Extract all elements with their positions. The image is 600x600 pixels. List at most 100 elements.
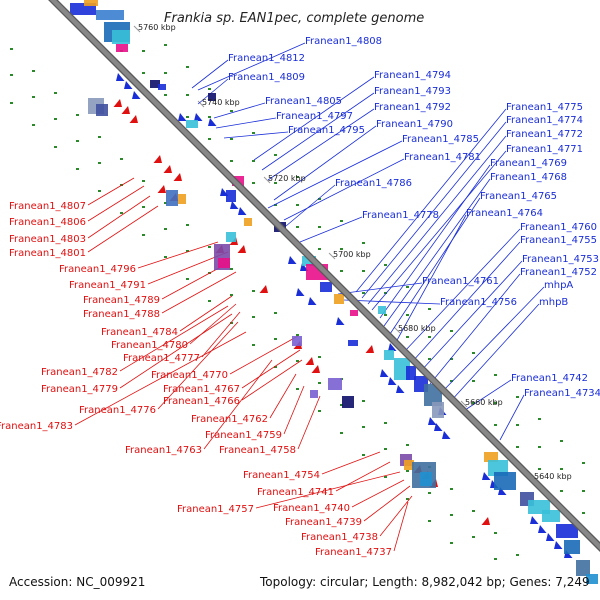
gene-block xyxy=(244,218,252,226)
forward-gene-label: Franean1_4752 xyxy=(520,267,597,278)
forward-connector xyxy=(389,197,481,335)
forward-connector xyxy=(197,78,229,105)
gene-block xyxy=(96,104,108,116)
grid-dot xyxy=(450,330,453,332)
forward-gene-label: Franean1_4769 xyxy=(490,158,567,169)
grid-dot xyxy=(208,300,211,302)
grid-dot xyxy=(54,92,57,94)
forward-connector xyxy=(449,303,540,403)
grid-dot xyxy=(582,490,585,492)
grid-dot xyxy=(494,374,497,376)
gene-block xyxy=(186,120,198,128)
reverse-gene-label: Franean1_4777 xyxy=(123,353,200,364)
reverse-gene-label: Franean1_4796 xyxy=(59,264,136,275)
grid-dot xyxy=(296,204,299,206)
label-connector-lines xyxy=(74,42,545,552)
reverse-connector xyxy=(297,395,321,450)
grid-dot xyxy=(450,514,453,516)
forward-gene-arrow xyxy=(538,525,547,533)
forward-gene-label: Franean1_4790 xyxy=(376,119,453,130)
forward-connector xyxy=(355,108,507,293)
grid-dot xyxy=(428,308,431,310)
grid-dot xyxy=(252,182,255,184)
grid-dot xyxy=(252,132,255,134)
gene-block xyxy=(384,350,394,360)
grid-dot xyxy=(340,270,343,272)
grid-dot xyxy=(98,136,101,138)
grid-dot xyxy=(340,404,343,406)
grid-dot xyxy=(494,424,497,426)
reverse-connector xyxy=(269,373,297,419)
grid-dot xyxy=(164,44,167,46)
forward-gene-arrow xyxy=(336,317,345,325)
forward-connector xyxy=(343,299,441,305)
reverse-connector xyxy=(321,451,381,475)
grid-dot xyxy=(362,400,365,402)
forward-connector xyxy=(283,158,405,221)
forward-gene-label: Franean1_4781 xyxy=(404,152,481,163)
reverse-connector xyxy=(201,311,241,358)
forward-connector xyxy=(267,108,375,181)
forward-connector xyxy=(461,379,512,413)
forward-connector xyxy=(361,121,507,299)
forward-gene-arrow xyxy=(546,533,555,541)
forward-gene-arrow xyxy=(554,541,563,549)
grid-dot xyxy=(384,264,387,266)
grid-dot xyxy=(362,270,365,272)
gene-block xyxy=(348,340,358,346)
kbp-label: 5740 kbp xyxy=(202,98,240,107)
forward-gene-label: Franean1_4793 xyxy=(374,86,451,97)
grid-dot xyxy=(230,138,233,140)
forward-gene-label: Franean1_4775 xyxy=(506,102,583,113)
reverse-connector xyxy=(189,303,237,345)
grid-dot xyxy=(230,294,233,296)
forward-connector xyxy=(379,164,491,319)
gene-block xyxy=(226,190,236,202)
kbp-label: 5700 kbp xyxy=(333,250,371,259)
forward-gene-arrow xyxy=(396,385,405,393)
grid-dot xyxy=(318,382,321,384)
grid-dot xyxy=(406,336,409,338)
grid-dot xyxy=(296,388,299,390)
grid-dot xyxy=(362,454,365,456)
grid-dot xyxy=(296,360,299,362)
kbp-tick xyxy=(460,400,468,408)
kbp-tick xyxy=(197,100,205,108)
grid-dot xyxy=(76,114,79,116)
grid-dot xyxy=(362,242,365,244)
forward-connector xyxy=(499,394,525,441)
grid-dot xyxy=(230,268,233,270)
gene-block xyxy=(96,10,124,20)
gene-block xyxy=(310,390,318,398)
gene-block xyxy=(84,0,98,6)
grid-dot xyxy=(208,88,211,90)
grid-dot xyxy=(560,440,563,442)
grid-dot xyxy=(406,498,409,500)
grid-dot xyxy=(384,422,387,424)
reverse-gene-label: Franean1_4776 xyxy=(79,405,156,416)
gene-block xyxy=(208,93,216,101)
reverse-gene-label: Franean1_4784 xyxy=(101,327,178,338)
grid-dot xyxy=(32,124,35,126)
grid-dot xyxy=(516,446,519,448)
grid-dot xyxy=(560,468,563,470)
reverse-gene-label: Franean1_4789 xyxy=(83,295,160,306)
reverse-gene-label: Franean1_4806 xyxy=(9,217,86,228)
grid-dot xyxy=(406,314,409,316)
reverse-gene-arrow xyxy=(259,285,268,293)
reverse-gene-arrow xyxy=(121,106,130,114)
grid-dot xyxy=(560,490,563,492)
forward-gene-label: Franean1_4795 xyxy=(288,125,365,136)
grid-dot xyxy=(582,462,585,464)
forward-gene-label: Franean1_4808 xyxy=(305,36,382,47)
grid-dot xyxy=(274,204,277,206)
reverse-connector xyxy=(363,485,411,522)
forward-gene-label: mhpB xyxy=(539,297,568,308)
forward-gene-arrow xyxy=(124,81,133,89)
forward-gene-arrow xyxy=(308,297,317,305)
grid-dot xyxy=(450,358,453,360)
forward-gene-label: Franean1_4760 xyxy=(520,222,597,233)
reverse-gene-label: Franean1_4770 xyxy=(151,370,228,381)
forward-gene-arrow xyxy=(132,91,141,99)
